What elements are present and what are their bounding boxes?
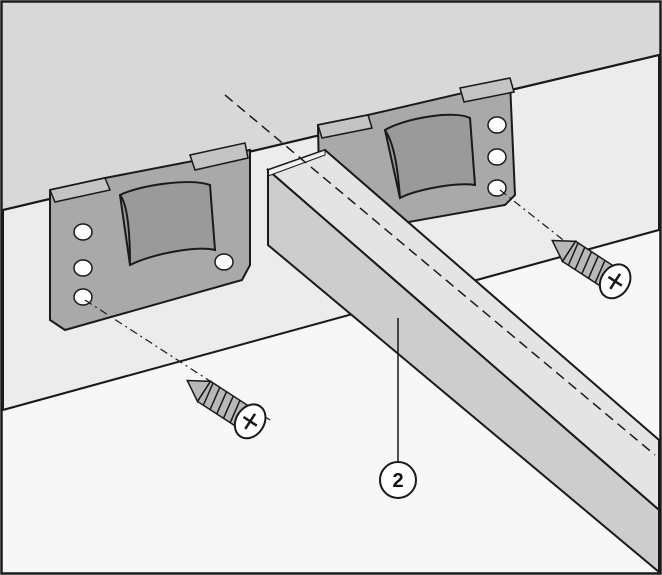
alignment-line-rail <box>224 94 656 456</box>
callout-circle-icon <box>379 461 417 499</box>
screw-icon <box>186 379 267 440</box>
screw-icon <box>551 239 632 300</box>
edge-line <box>2 229 660 411</box>
rail <box>266 148 660 575</box>
wall-panel <box>3 3 659 210</box>
callout-label: 2 <box>392 470 403 492</box>
mounting-bracket-left <box>48 142 251 332</box>
